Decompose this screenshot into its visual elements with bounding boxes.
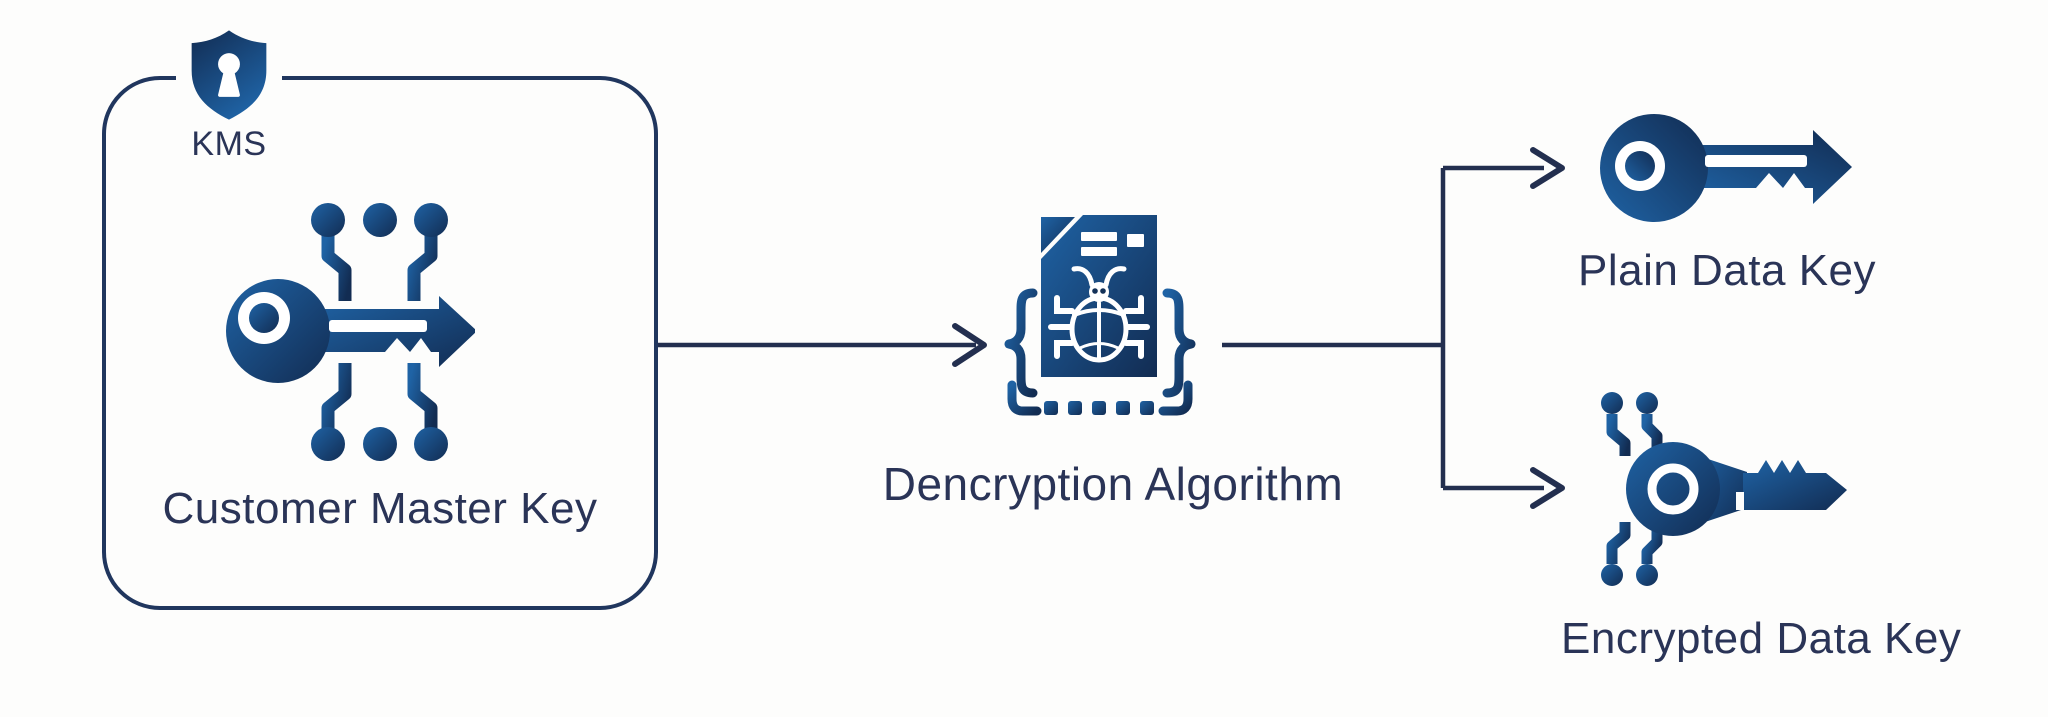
document-text-lines	[1081, 232, 1144, 256]
arrowhead-kms-to-algorithm	[952, 323, 987, 367]
circuit-dots	[311, 203, 448, 461]
decryption-algorithm-icon	[1004, 215, 1196, 416]
arrowhead-to-encrypted-key	[1530, 467, 1565, 509]
branch-line	[1222, 165, 1544, 491]
plain-data-key-icon	[1600, 114, 1852, 222]
customer-master-key-icon	[226, 203, 475, 461]
circuit-stems	[321, 232, 438, 432]
arrowhead-to-plain-key	[1530, 147, 1565, 189]
dashed-base-right-hook	[1158, 380, 1193, 416]
customer-master-key-label: Customer Master Key	[162, 484, 598, 533]
key-slot	[1705, 155, 1807, 167]
bug-icon	[1048, 266, 1150, 363]
encrypted-data-key-icon	[1601, 392, 1847, 586]
bug-head	[1089, 282, 1109, 302]
dashed-base-dots	[1044, 401, 1154, 415]
key-slot	[329, 320, 427, 332]
kms-label: KMS	[191, 125, 267, 163]
document-fold	[1041, 217, 1075, 253]
kms-boundary-box	[102, 76, 658, 610]
decryption-algorithm-label: Dencryption Algorithm	[882, 458, 1344, 510]
code-braces	[1004, 288, 1196, 416]
shield-keyhole-icon	[191, 30, 267, 120]
key-head	[1626, 442, 1720, 536]
key-ring	[1647, 463, 1699, 515]
circuit-dots	[1601, 392, 1658, 586]
plain-data-key-label: Plain Data Key	[1577, 246, 1877, 295]
circuit-stems	[1606, 414, 1663, 564]
kms-shield-badge	[176, 27, 282, 127]
dashed-base-left-hook	[1007, 380, 1042, 416]
encrypted-data-key-label: Encrypted Data Key	[1561, 614, 1962, 663]
key-shaft	[1743, 460, 1847, 510]
